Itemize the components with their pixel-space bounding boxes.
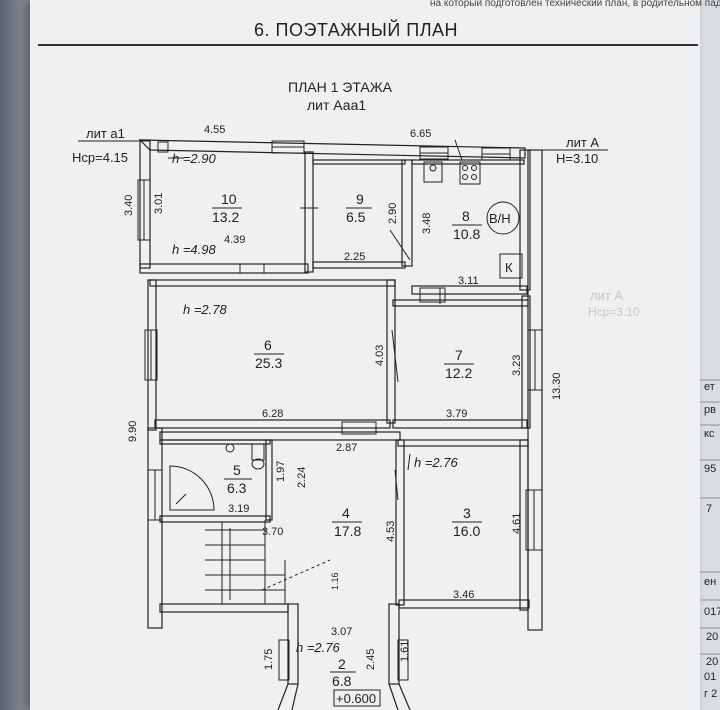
dim-348: 3.48 — [421, 213, 433, 234]
lit-right-label: лит А — [566, 135, 599, 150]
room-9-number: 9 — [356, 191, 364, 207]
height-room-10-a: h =2.90 — [172, 151, 217, 166]
room-3-area: 16.0 — [453, 523, 480, 539]
dim-1330: 13.30 — [551, 372, 563, 400]
room-5-number: 5 — [233, 462, 241, 478]
svg-text:20: 20 — [706, 656, 718, 668]
windows — [137, 140, 543, 681]
dim-439: 4.39 — [224, 234, 245, 246]
height-room-2: h =2.76 — [296, 640, 341, 655]
dim-370: 3.70 — [262, 526, 283, 538]
doors — [300, 139, 463, 501]
dim-628: 6.28 — [262, 408, 283, 420]
dim-225: 2.25 — [344, 251, 365, 263]
dim-990: 9.90 — [127, 421, 139, 442]
svg-text:01: 01 — [704, 671, 716, 683]
lit-left-label: лит а1 — [86, 126, 125, 141]
dim-290: 2.90 — [387, 203, 399, 224]
header-note: на который подготовлен технический план,… — [430, 0, 720, 9]
walls — [138, 139, 543, 710]
height-room-3: h =2.76 — [414, 455, 459, 470]
dim-224: 2.24 — [296, 467, 308, 488]
dimensions: 4.55 6.65 3.40 3.01 4.39 2.25 2.90 3.48 … — [123, 124, 563, 670]
kitchen-fixtures — [423, 161, 523, 279]
next-page-fragments: ет рв кс 95 7 ен 017 20 20 01 г 2 — [704, 381, 720, 700]
room-heights: h =2.90 h =4.98 h =2.78 h =2.76 h =2.76 — [172, 151, 459, 655]
dim-116: 1.16 — [330, 572, 340, 590]
room-2-area: 6.8 — [332, 673, 352, 689]
bleed-text-1: лит А — [590, 288, 623, 303]
lit-left-height: Нср=4.15 — [72, 150, 128, 165]
level-mark-box — [333, 689, 381, 707]
bathroom-fixtures — [169, 443, 265, 511]
svg-text:кс: кс — [704, 428, 715, 440]
section-title-rule — [38, 44, 698, 46]
section-title: 6. ПОЭТАЖНЫЙ ПЛАН — [254, 20, 459, 40]
dim-323: 3.23 — [511, 355, 523, 376]
dim-340: 3.40 — [123, 195, 135, 216]
dim-301: 3.01 — [153, 193, 165, 214]
k-box — [499, 253, 523, 279]
svg-text:ен: ен — [704, 576, 716, 588]
dim-403: 4.03 — [374, 345, 386, 366]
svg-text:7: 7 — [706, 503, 712, 515]
dim-461: 4.61 — [511, 513, 523, 534]
height-room-6: h =2.78 — [183, 302, 228, 317]
dim-319: 3.19 — [228, 503, 249, 515]
dim-311: 3.11 — [458, 275, 479, 287]
dim-287: 2.87 — [336, 442, 357, 454]
level-mark: +0.600 — [336, 691, 376, 706]
room-labels: 10 13.2 9 6.5 8 10.8 6 25.3 7 12.2 5 6.3… — [212, 191, 482, 689]
room-10-area: 13.2 — [212, 209, 239, 225]
svg-text:г 2: г 2 — [704, 688, 717, 700]
room-8-number: 8 — [462, 208, 470, 224]
boiler-symbol: В/Н — [489, 211, 511, 226]
dim-161: 1.61 — [399, 641, 411, 662]
staircase — [205, 520, 331, 605]
room-7-number: 7 — [455, 347, 463, 363]
lit-right-height: Н=3.10 — [556, 151, 598, 166]
k-symbol: К — [505, 260, 513, 275]
dim-453: 4.53 — [385, 521, 397, 542]
room-10-number: 10 — [221, 191, 237, 207]
dim-346: 3.46 — [453, 589, 474, 601]
dim-175: 1.75 — [263, 649, 275, 670]
plan-title: ПЛАН 1 ЭТАЖА — [288, 79, 393, 95]
room-7-area: 12.2 — [445, 365, 472, 381]
dim-307: 3.07 — [331, 626, 352, 638]
svg-text:95: 95 — [704, 463, 716, 475]
document-page: на который подготовлен технический план,… — [30, 0, 720, 710]
dim-455: 4.55 — [204, 124, 225, 136]
height-room-10-b: h =4.98 — [172, 242, 217, 257]
svg-text:ет: ет — [704, 381, 715, 393]
room-2-number: 2 — [338, 656, 346, 672]
room-9-area: 6.5 — [346, 209, 366, 225]
boiler-circle — [486, 201, 520, 235]
room-6-number: 6 — [264, 337, 272, 353]
dim-245: 2.45 — [365, 649, 377, 670]
room-4-area: 17.8 — [334, 523, 361, 539]
plan-subtitle: лит Ааа1 — [307, 97, 366, 113]
room-8-area: 10.8 — [453, 226, 480, 242]
room-6-area: 25.3 — [255, 355, 282, 371]
next-page-table-lines — [700, 379, 720, 655]
room-height-marks — [168, 157, 411, 471]
dim-665: 6.65 — [410, 128, 431, 140]
room-5-area: 6.3 — [227, 480, 247, 496]
svg-text:017: 017 — [704, 606, 720, 618]
dim-379: 3.79 — [446, 408, 467, 420]
svg-text:20: 20 — [706, 631, 718, 643]
bleed-text-2: Нср=3.10 — [588, 305, 640, 319]
room-3-number: 3 — [463, 505, 471, 521]
dim-197: 1.97 — [275, 461, 287, 482]
svg-text:рв: рв — [704, 404, 716, 416]
room-4-number: 4 — [342, 505, 350, 521]
